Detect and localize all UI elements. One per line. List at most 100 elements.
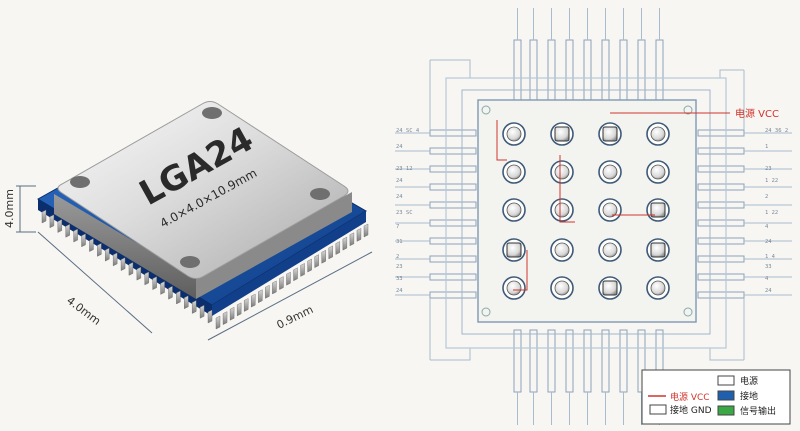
pin-label-left: 7 xyxy=(396,224,399,230)
pad-square xyxy=(506,242,522,258)
pin-label-right: 4 xyxy=(765,224,769,230)
pin-label-left: 23 12 xyxy=(396,166,413,172)
pad-round xyxy=(650,280,666,296)
lead-right xyxy=(697,183,745,191)
lead-right xyxy=(697,147,745,155)
pin-label-right: 1 xyxy=(765,144,768,150)
lead-right xyxy=(697,237,745,245)
lead-right xyxy=(697,201,745,209)
chip-pin xyxy=(65,223,70,238)
lead-left xyxy=(429,165,477,173)
callout-vcc: 电源 VCC xyxy=(735,107,779,120)
chip-pin xyxy=(144,271,149,286)
pad-round xyxy=(554,242,570,258)
lead-top xyxy=(637,39,646,103)
pin-label-left: 24 xyxy=(396,144,403,150)
package-outline-mid xyxy=(461,89,711,335)
pad-round xyxy=(554,202,570,218)
lid-hole-top xyxy=(202,107,222,119)
lead-top xyxy=(547,39,556,103)
pin-label-left: 2 xyxy=(396,254,399,260)
legend-signal-swatch xyxy=(717,405,735,416)
chip-pin xyxy=(128,262,134,276)
pad-round xyxy=(554,280,570,296)
chip-pin xyxy=(286,271,291,286)
chip-pin xyxy=(314,254,319,268)
chip-pin xyxy=(258,289,263,304)
lead-bottom xyxy=(513,329,522,393)
legend-ground-label: 接地 xyxy=(740,390,758,402)
lead-bottom xyxy=(619,329,628,393)
lead-top xyxy=(529,39,538,103)
chip-pin xyxy=(222,311,228,325)
lead-left xyxy=(429,219,477,227)
lead-bottom xyxy=(529,329,538,393)
pin-row-left xyxy=(41,209,213,324)
chip-pin xyxy=(168,285,173,300)
lead-left xyxy=(429,201,477,209)
lead-left xyxy=(429,183,477,191)
chip-pin xyxy=(321,249,326,264)
lead-top xyxy=(583,39,592,103)
chip-pin xyxy=(57,219,63,233)
legend-signal-label: 信号输出 xyxy=(740,405,776,417)
pad-square xyxy=(650,242,666,258)
pin-label-right: 24 xyxy=(765,239,772,245)
lid-side-right xyxy=(196,192,352,299)
corner-mark-br xyxy=(683,307,693,317)
chip-pin xyxy=(349,232,355,247)
chip-pin xyxy=(136,266,142,281)
corner-mark-bl xyxy=(481,307,491,317)
horizontal-leads xyxy=(395,59,792,361)
chip-pin xyxy=(236,302,242,317)
pad-round xyxy=(602,202,618,218)
pin-label-right: 1 22 xyxy=(765,210,778,216)
lid-side-front xyxy=(54,194,196,299)
lid-hole-bottom xyxy=(180,256,200,268)
chip-lid xyxy=(57,101,349,279)
lead-right xyxy=(697,273,745,281)
pin-label-left: 23 xyxy=(396,264,403,270)
pin-label-left: 24 xyxy=(396,178,403,184)
lead-right xyxy=(697,255,745,263)
lid-hole-right xyxy=(310,188,330,200)
lead-top xyxy=(655,39,664,103)
pad-square xyxy=(602,126,618,142)
dim-height-label: 4.0mm xyxy=(3,189,16,228)
legend-ground-swatch xyxy=(717,390,735,401)
substrate-side-right xyxy=(212,211,366,316)
lead-top xyxy=(619,39,628,103)
dim-depth-label: 0.9mm xyxy=(275,303,316,332)
lead-left xyxy=(429,147,477,155)
legend-gnd-swatch xyxy=(649,404,667,415)
chip-pin xyxy=(300,263,305,277)
lead-top xyxy=(601,39,610,103)
pin-label-left: 24 xyxy=(396,194,403,200)
chip-pin xyxy=(251,293,256,308)
lead-right xyxy=(697,129,745,137)
pin-label-right: 24 36 2 xyxy=(765,128,788,134)
pin-label-right: 23 xyxy=(765,166,772,172)
chip-pin xyxy=(89,238,94,252)
lead-right xyxy=(697,219,745,227)
lead-top xyxy=(565,39,574,103)
lead-left xyxy=(429,129,477,137)
pin-label-right: 33 xyxy=(765,264,772,270)
lead-bottom xyxy=(547,329,556,393)
chip-pin xyxy=(215,315,221,330)
lead-bottom xyxy=(565,329,574,393)
routing-trace xyxy=(430,59,471,78)
pad-grid xyxy=(502,122,670,300)
chip-pin xyxy=(49,214,55,229)
pin-label-right: 4 xyxy=(765,276,769,282)
chip-pin xyxy=(335,241,341,255)
pin-label-right: 24 xyxy=(765,288,772,294)
chip-pin xyxy=(265,285,270,299)
chip-pin xyxy=(152,276,157,290)
chip-pin xyxy=(81,233,86,248)
pad-round xyxy=(506,202,522,218)
pad-round xyxy=(650,164,666,180)
chip-pin xyxy=(199,304,205,319)
